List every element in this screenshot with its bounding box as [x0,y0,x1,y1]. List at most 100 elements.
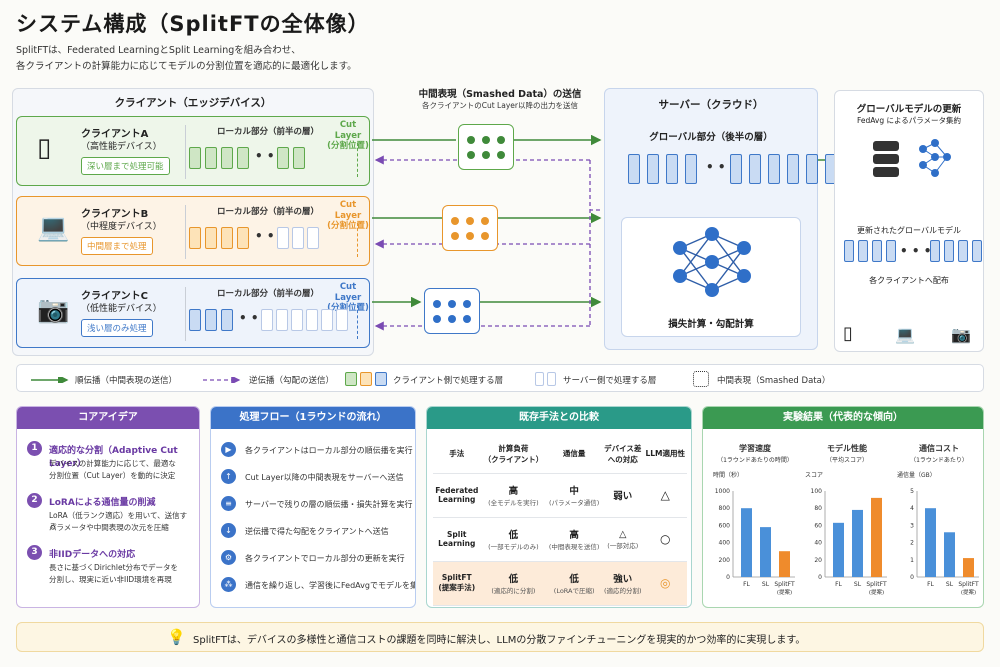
results-charts: 学習速度（1ラウンドあたりの時間）時間（秒）10008006004002000F… [713,443,979,596]
core-idea-item-desc: パラメータや中間表現の次元を圧縮 [49,523,169,532]
comparison-cell: 強い(適応的分割) [602,561,644,606]
core-idea-item-desc: 分割位置（Cut Layer）を動的に決定 [49,471,176,480]
gear-icon: ⚙ [221,550,236,565]
chart-subtitle: （1ラウンドあたり） [910,456,968,464]
chart-bar [852,509,863,577]
server-layer-block [336,309,348,331]
chart-category-sublabel: (提案) [777,588,792,596]
core-idea-number: 3 [27,545,42,560]
distribute-label: 各クライアントへ配布 [869,276,949,285]
smashed-dot [433,315,441,323]
chart-tick-label: 200 [719,557,731,564]
comparison-note: (適応的に分割) [491,587,536,595]
flow-step-text: 各クライアントでローカル部分の更新を実行 [245,554,405,563]
chart-tick-label: 100 [811,488,823,495]
cut-line [357,143,358,177]
legend-server-swatch-1 [535,372,544,386]
client-layer-block [205,309,217,331]
chart-tick-label: 0 [818,574,822,581]
chart-unit-label: スコア [805,472,823,479]
chart-bar [944,532,955,577]
comparison-cell: 低(LoRAで圧縮) [546,561,603,606]
client-card-0: ▯クライアントA（高性能デバイス）深い層まで処理可能ローカル部分（前半の層）Cu… [16,116,370,186]
server-layer-block [276,309,288,331]
comparison-llm: △ [643,473,687,518]
flow-step-text: 各クライアントはローカル部分の順伝播を実行 [245,446,413,455]
flow-step-text: サーバーで残りの層の順伝播・損失計算を実行 [245,500,413,509]
core-idea-number: 2 [27,493,42,508]
smartphone-icon: ▯ [843,323,853,344]
comparison-llm: ◎ [643,561,687,606]
server-panel-title: サーバー（クラウド） [658,99,764,111]
server-global-layer-block [685,154,697,184]
comparison-method: Split Learning [433,517,481,562]
chart-category-label: SL [946,581,954,588]
smashed-dot [433,300,441,308]
updated-model-label: 更新されたグローバルモデル [857,226,961,235]
client-layer-block [221,227,233,249]
chart-tick-label: 20 [814,557,822,564]
smashed-dot [481,217,489,225]
comparison-note: (パラメータ通信) [548,499,600,507]
server-layer-block [306,309,318,331]
comparison-value: 弱い [613,491,633,502]
chart-category-label: SplitFT [774,581,795,588]
comparison-cell: 低 (適応的に分割) [480,561,547,606]
core-idea-number: 1 [27,441,42,456]
cut-layer-text: Cut Layer [334,282,362,303]
client-badge: 深い層まで処理可能 [81,157,170,175]
chart-title: 学習速度 [739,443,772,453]
comparison-value: △ [619,528,627,540]
client-local-label: ローカル部分（前半の層） [217,207,320,217]
smashed-dot [482,151,490,159]
chart-category-label: SL [762,581,770,588]
client-card-1: 💻クライアントB（中程度デバイス）中間層まで処理ローカル部分（前半の層）Cut … [16,196,370,266]
cut-layer-sub: (分割位置) [327,141,369,152]
server-global-layer-block [647,154,659,184]
comparison-header: 手法 [433,435,481,474]
chart-category-label: SL [854,581,862,588]
comparison-note: (LoRAで圧縮) [553,587,595,595]
smashed-dot [482,136,490,144]
client-layer-block [221,147,233,169]
comparison-note: (全モデルを実行) [488,499,539,507]
server-layer-block [277,227,289,249]
chart-bar [871,497,882,577]
footer-text: SplitFTは、デバイスの多様性と通信コストの課題を同時に解決し、LLMの分散… [193,635,806,646]
legend-client-layer: クライアント側で処理する層 [393,376,504,386]
download-icon: ↓ [221,523,236,538]
server-layer-block [292,227,304,249]
legend-smashed-icon [693,371,709,387]
smashed-data-box-c [424,288,480,334]
updated-model-block [930,240,940,262]
cut-layer-sub: (分割位置) [327,221,369,232]
legend-forward: 順伝播（中間表現の送信） [75,376,178,386]
cut-layer-sub: (分割位置) [327,303,369,314]
smashed-dot [448,315,456,323]
comparison-cell: 低(一部モデルのみ) [480,517,547,562]
core-idea-item-desc: デバイスの計算能力に応じて、最適な [49,459,176,468]
comparison-value: 低 [508,574,519,585]
chart-bar [925,508,936,577]
neural-network-icon [673,227,751,297]
core-idea-title: コアアイデア [17,407,199,429]
comparison-method: Federated Learning [433,473,481,518]
client-type: （中程度デバイス） [81,222,162,232]
flow-step-text: 逆伝播で得た勾配をクライアントへ送信 [245,527,389,536]
smashed-dot [448,300,456,308]
client-layer-block [189,147,201,169]
comparison-method: SplitFT (提案手法) [433,561,481,606]
chart-tick-label: 60 [814,522,822,529]
legend-backward: 逆伝播（勾配の送信） [249,376,335,386]
server-global-layer-block [666,154,678,184]
chart-tick-label: 600 [719,522,731,529]
comparison-cell: 高(中間表現を送信) [546,517,603,562]
client-separator [185,205,186,259]
cut-layer-label: Cut Layer(分割位置) [327,120,369,152]
page-title: システム構成（SplitFTの全体像） [16,12,370,36]
smashed-dot [497,136,505,144]
chart-tick-label: 80 [814,505,822,512]
comparison-note: (一部モデルのみ) [488,543,539,551]
